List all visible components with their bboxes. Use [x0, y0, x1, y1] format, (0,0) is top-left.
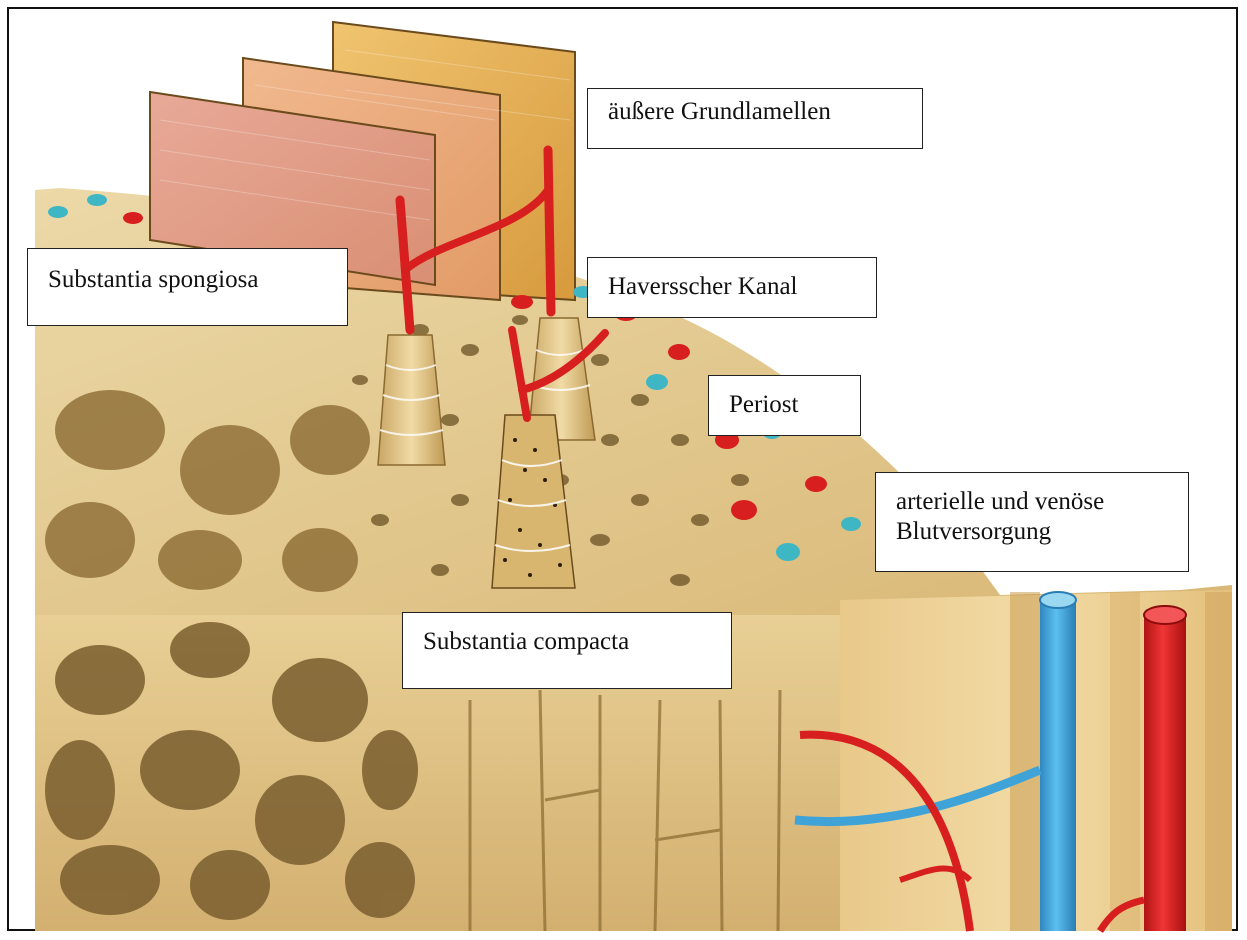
label-blutversorgung: arterielle und venöse Blutversorgung [875, 472, 1189, 572]
label-substantia-compacta: Substantia compacta [402, 612, 732, 689]
label-substantia-spongiosa: Substantia spongiosa [27, 248, 348, 326]
label-aeussere-grundlamellen: äußere Grundlamellen [587, 88, 923, 149]
label-periost: Periost [708, 375, 861, 436]
label-blutversorgung-line1: arterielle und venöse [896, 487, 1178, 517]
label-blutversorgung-line2: Blutversorgung [896, 517, 1178, 547]
label-haversscher-kanal: Haversscher Kanal [587, 257, 877, 318]
